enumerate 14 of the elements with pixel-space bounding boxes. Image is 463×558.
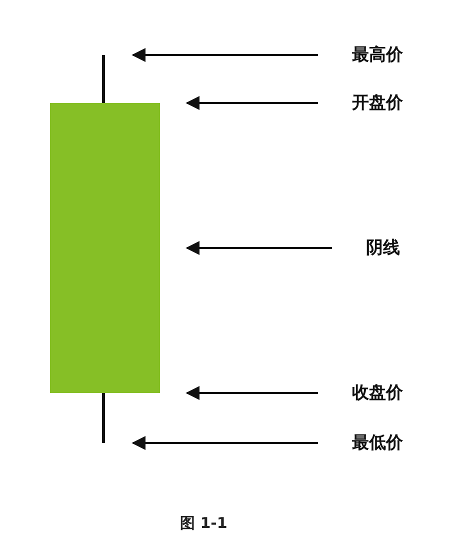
arrow — [186, 386, 318, 400]
price-label: 最低价 — [352, 432, 403, 454]
candle-wick — [102, 393, 105, 443]
arrow — [132, 48, 318, 62]
price-label: 阴线 — [366, 237, 400, 259]
arrow — [186, 96, 318, 110]
price-label: 收盘价 — [352, 382, 403, 404]
arrow — [186, 241, 332, 255]
price-label: 最高价 — [352, 44, 403, 66]
candle-body — [50, 103, 160, 393]
price-label: 开盘价 — [352, 92, 403, 114]
figure-caption: 图 1-1 — [180, 514, 228, 533]
arrow — [132, 436, 318, 450]
candle-wick — [102, 55, 105, 103]
